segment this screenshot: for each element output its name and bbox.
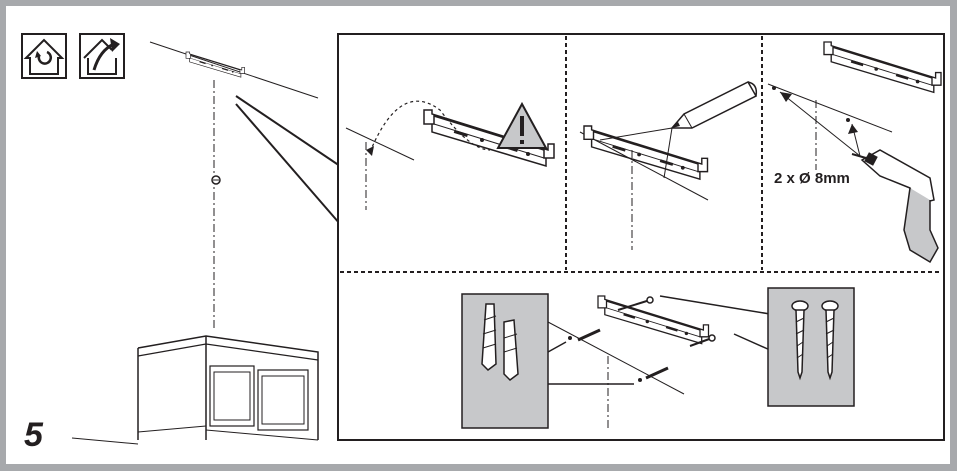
screw-on-wall <box>211 175 221 185</box>
zoom-line-top <box>235 95 341 167</box>
panel-mark-holes <box>579 81 758 250</box>
zoom-line-bottom <box>235 103 341 225</box>
screws-callout <box>767 287 855 407</box>
panel-drill-holes <box>767 41 942 264</box>
panel-anchors-screws <box>461 287 855 430</box>
wall-bracket-mounted <box>185 51 245 78</box>
floor-line <box>71 437 139 445</box>
warning-icon <box>496 101 548 149</box>
house-rotate-icon <box>21 33 67 79</box>
step-number: 5 <box>24 416 43 454</box>
pencil-icon <box>670 81 758 129</box>
wall-anchor-icon <box>481 303 519 381</box>
drill-hole-label: 2 x Ø 8mm <box>773 170 851 187</box>
house-exit-icon <box>79 33 125 79</box>
drill-icon <box>851 149 939 264</box>
screw-icon <box>791 300 839 381</box>
kitchen-cabinet <box>137 335 319 441</box>
wall-guide <box>149 41 319 330</box>
panel-position-bracket <box>345 100 555 210</box>
